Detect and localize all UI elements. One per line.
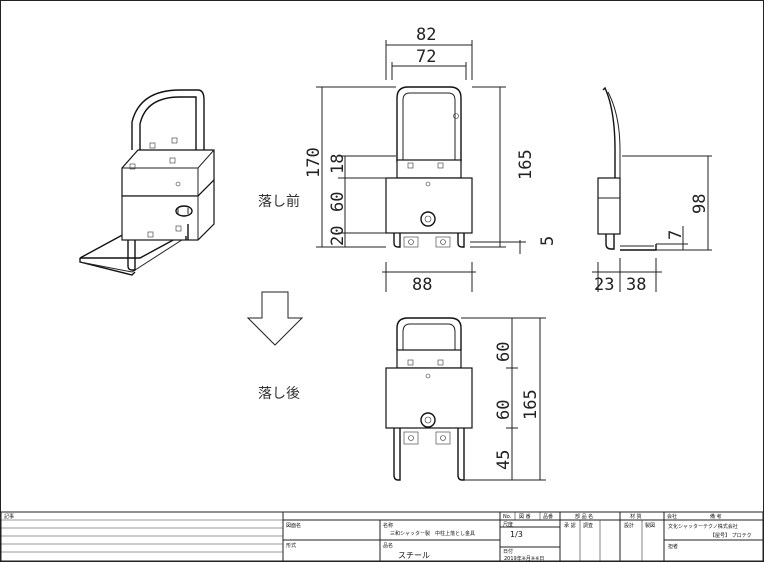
dim-20: 20 [328,226,348,246]
tb-zuban-label: 図 番 [519,513,531,520]
front-view-before [316,40,526,292]
tb-no-label: No. [503,514,512,520]
dim-5: 5 [538,236,558,246]
dim-60-after-top: 60 [494,342,514,362]
tb-hinban-label: 品番 [543,513,553,520]
dim-60: 60 [328,192,348,212]
dim-45-after: 45 [494,450,514,470]
tb-date-value: 2019年※月※※日 [504,555,544,562]
tb-biko-label: 備 考 [710,513,722,520]
tb-keishiki-label: 形式 [286,542,296,549]
tb-col-seizu: 製図 [645,522,655,529]
tb-buhin-label: 部 品 名 [575,513,593,520]
dim-82: 82 [416,25,436,45]
tb-company: 文化シャッターテクノ株式会社 [668,523,738,530]
dim-165-after: 165 [521,389,541,420]
tb-col-sekkei: 設計 [624,522,634,529]
dim-60-after-mid: 60 [494,400,514,420]
tb-col-kessai: 承 認 [564,522,576,529]
tb-kaisha-label: 会社 [667,513,677,520]
dim-72: 72 [416,47,436,67]
isometric-view [79,89,215,276]
dim-98: 98 [690,194,710,214]
dim-38: 38 [626,275,646,295]
tb-kiji-label: 記事 [4,513,14,520]
tb-zairyo-label: 材 質 [630,513,642,520]
dim-23: 23 [594,275,614,295]
dim-88: 88 [412,275,432,295]
tb-tanto-label: 担者 [668,543,678,550]
title-block [0,511,764,562]
dim-18: 18 [328,154,348,174]
before-label: 落し前 [258,193,300,210]
tb-date-label: 日付 [503,548,513,555]
tb-material-label: 品名 [383,542,393,549]
dim-7: 7 [666,230,686,240]
down-arrow-icon [246,291,304,346]
tb-scale-label: 尺度 [503,521,513,528]
dim-170: 170 [304,147,324,178]
tb-col-chosa: 調査 [583,522,593,529]
dim-165: 165 [516,149,536,180]
tb-scale-value: 1/3 [510,530,523,539]
tb-company-sub: 【屋号】 プロテク [710,533,752,539]
tb-name-value: 三和シャッター製 中柱上落とし金具 [390,530,475,537]
tb-kanrisha-label: 図面名 [286,522,301,529]
after-label: 落し後 [258,386,300,402]
tb-material-value: スチール [398,551,430,560]
tb-name-label: 名称 [383,522,393,529]
front-view-after [385,317,546,481]
side-view [592,86,712,292]
